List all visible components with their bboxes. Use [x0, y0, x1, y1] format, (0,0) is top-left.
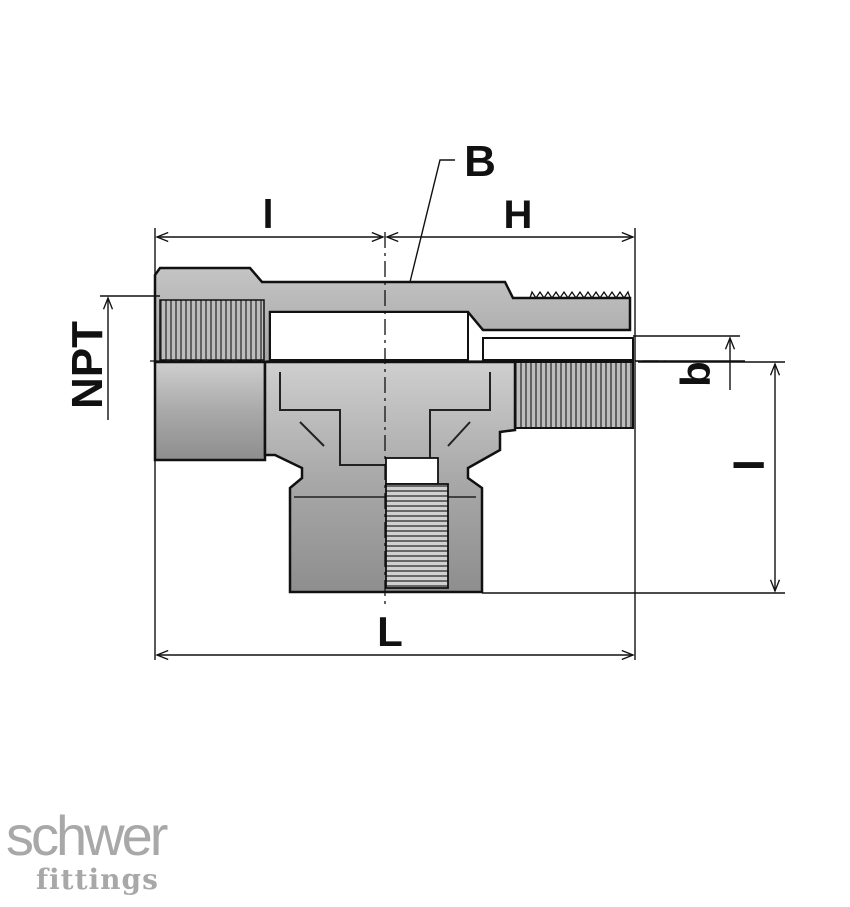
upper-section — [153, 266, 634, 364]
lower-body — [153, 360, 634, 594]
label-b-callout: B — [464, 137, 496, 186]
brand-logo: schwer — [6, 804, 168, 867]
label-l-right: l — [726, 459, 773, 471]
label-bore-b: b — [672, 361, 719, 387]
label-h: H — [504, 193, 533, 237]
dimension-lines — [100, 159, 785, 660]
brand-tagline: fittings — [36, 863, 159, 896]
label-l-top: l — [262, 193, 273, 237]
dimension-labels: l H B NPT b l L — [63, 137, 773, 655]
label-l-overall: L — [377, 608, 403, 655]
label-npt: NPT — [63, 321, 112, 409]
centerlines — [150, 232, 665, 606]
